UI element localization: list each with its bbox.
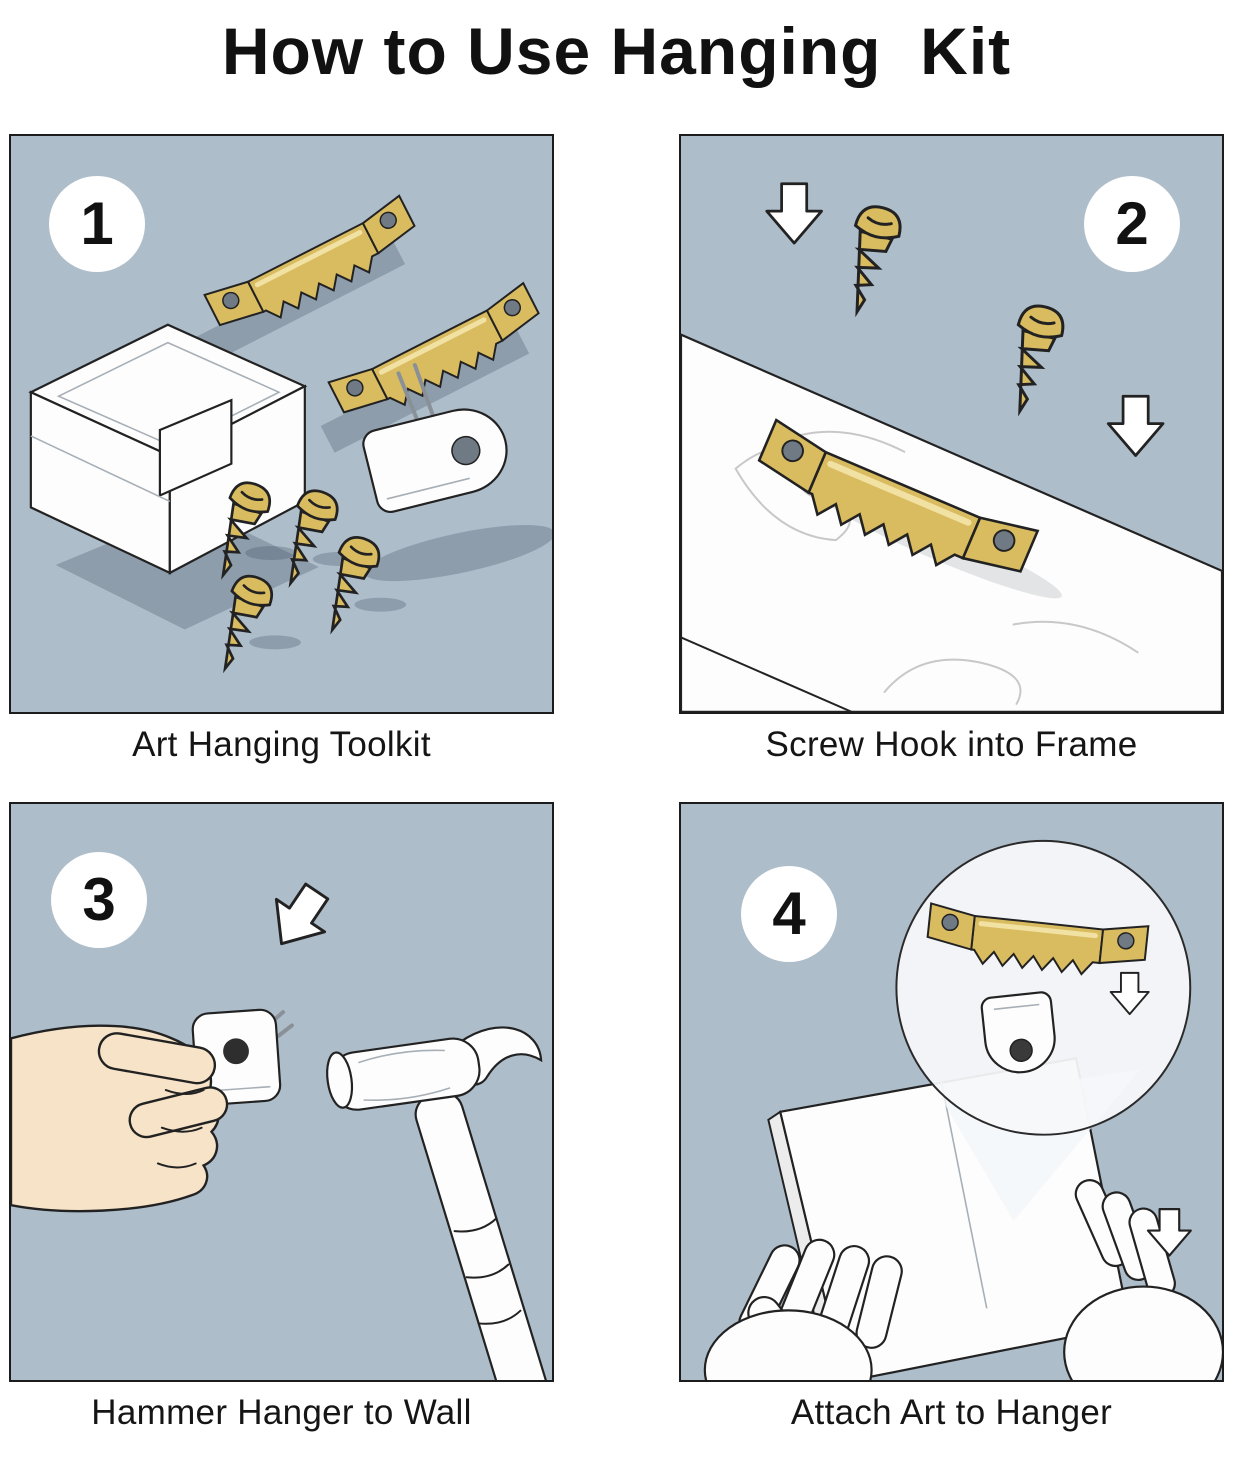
down-left-arrow-icon: [255, 873, 343, 962]
step-number: 1: [80, 190, 114, 258]
step-caption: Hammer Hanger to Wall: [91, 1392, 472, 1432]
step-4-frame: 4: [679, 801, 1224, 1382]
page-title: How to Use Hanging Kit: [221, 14, 1012, 88]
step-panel-4: 4 Attach Art to Hanger: [679, 801, 1224, 1434]
step-2-illustration: [681, 182, 1222, 712]
step-caption: Art Hanging Toolkit: [132, 724, 431, 764]
step-number-badge: 2: [1084, 175, 1180, 272]
hammer-icon: [326, 1026, 549, 1380]
right-hand-icon: [1063, 1178, 1222, 1380]
screw-icon: [996, 300, 1069, 418]
step-caption: Screw Hook into Frame: [765, 724, 1138, 764]
hand-icon: [11, 1024, 229, 1213]
magnifier-circle-icon: [895, 839, 1192, 1221]
screw-icon: [312, 530, 386, 638]
storage-box-icon: [28, 323, 308, 575]
steps-grid: 1 Art Hanging Toolkit: [0, 133, 1233, 1434]
step-panel-3: 3 Hammer Hanger to Wall: [9, 801, 554, 1434]
step-panel-2: 2 Screw Hook into Frame: [679, 133, 1224, 766]
down-arrow-icon: [765, 182, 823, 245]
step-panel-1: 1 Art Hanging Toolkit: [9, 133, 554, 766]
step-number-badge: 1: [49, 175, 145, 272]
screw-icon: [833, 200, 907, 319]
step-3-frame: 3: [9, 801, 554, 1382]
step-1-frame: 1: [9, 133, 554, 714]
hook-icon: [980, 991, 1056, 1074]
left-hand-icon: [703, 1238, 903, 1380]
step-number-badge: 4: [741, 865, 837, 962]
wall-hanger-icon: [191, 1008, 294, 1106]
step-1-illustration: [28, 136, 552, 677]
step-2-frame: 2: [679, 133, 1224, 714]
hook-icon: [362, 363, 508, 513]
step-number: 3: [82, 866, 116, 934]
step-number: 2: [1115, 190, 1149, 258]
step-number-badge: 3: [51, 851, 147, 948]
step-4-illustration: [703, 839, 1222, 1380]
step-number: 4: [772, 880, 806, 948]
down-arrow-icon: [1106, 394, 1165, 457]
step-caption: Attach Art to Hanger: [790, 1392, 1113, 1432]
step-3-illustration: [11, 873, 549, 1380]
